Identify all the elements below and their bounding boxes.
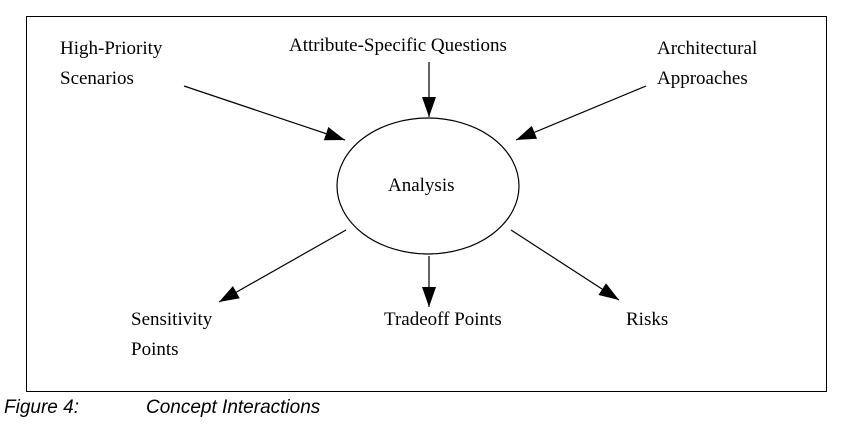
sensitivity-label-line2: Points <box>131 339 179 360</box>
approaches-label-line2: Approaches <box>657 68 748 89</box>
scenarios-label-line2: Scenarios <box>60 68 134 89</box>
figure-caption: Figure 4: Concept Interactions <box>4 397 320 419</box>
figure-number: Figure 4: <box>4 397 79 418</box>
diagram-frame <box>26 16 827 392</box>
approaches-label: Architectural Approaches <box>657 34 757 94</box>
analysis-node <box>336 117 520 255</box>
scenarios-label: High-Priority Scenarios <box>60 34 162 94</box>
arrow-analysis-to-risks <box>510 229 620 301</box>
sensitivity-label: Sensitivity Points <box>131 305 212 365</box>
questions-label: Attribute-Specific Questions <box>289 35 507 56</box>
arrow-approaches-to-analysis <box>515 85 647 141</box>
arrow-analysis-to-sensitivity <box>218 229 347 303</box>
approaches-label-line1: Architectural <box>657 38 758 59</box>
risks-label: Risks <box>626 309 669 330</box>
scenarios-label-line1: High-Priority <box>60 38 163 59</box>
arrow-scenarios-to-analysis <box>183 85 346 141</box>
tradeoff-label: Tradeoff Points <box>384 309 502 330</box>
sensitivity-label-line1: Sensitivity <box>131 309 213 330</box>
figure-title: Concept Interactions <box>146 397 321 418</box>
analysis-label: Analysis <box>388 175 455 196</box>
